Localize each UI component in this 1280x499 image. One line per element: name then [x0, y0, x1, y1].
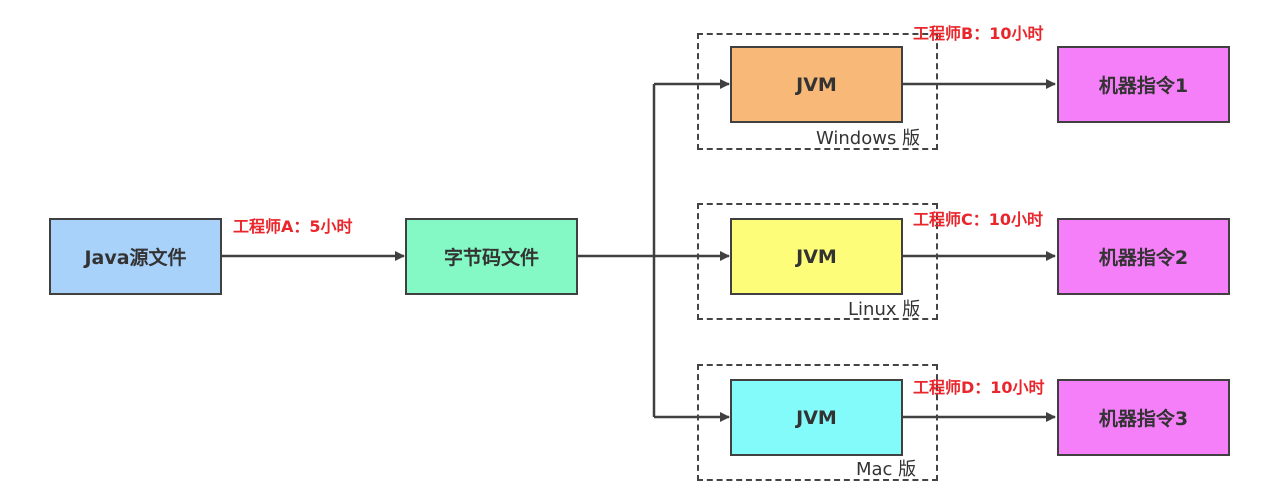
node-java-source: Java源文件 [49, 218, 222, 295]
node-instruction-3: 机器指令3 [1057, 379, 1230, 456]
node-jvm-windows-label: JVM [796, 73, 837, 96]
node-jvm-linux: JVM [730, 218, 903, 295]
node-instruction-1-label: 机器指令1 [1098, 75, 1189, 97]
node-instruction-2: 机器指令2 [1057, 218, 1230, 295]
group-linux [697, 203, 938, 320]
edge-label-engineer-d: 工程师D：10小时 [913, 378, 1045, 397]
node-bytecode: 字节码文件 [405, 218, 578, 295]
node-java-source-label: Java源文件 [84, 247, 187, 269]
node-instruction-2-label: 机器指令2 [1098, 247, 1189, 269]
node-jvm-windows: JVM [730, 46, 903, 123]
node-instruction-1: 机器指令1 [1057, 46, 1230, 123]
group-windows-label: Windows 版 [816, 128, 921, 149]
group-mac-label: Mac 版 [856, 459, 917, 480]
node-instruction-3-label: 机器指令3 [1098, 408, 1189, 430]
group-windows [697, 33, 938, 150]
node-jvm-mac-label: JVM [796, 406, 837, 429]
node-jvm-mac: JVM [730, 379, 903, 456]
node-bytecode-label: 字节码文件 [443, 247, 539, 269]
edge-label-engineer-a: 工程师A：5小时 [233, 217, 353, 236]
edge-label-engineer-b: 工程师B：10小时 [913, 24, 1044, 43]
node-jvm-linux-label: JVM [796, 245, 837, 268]
group-mac [697, 364, 938, 481]
edge-label-engineer-c: 工程师C：10小时 [913, 210, 1044, 229]
group-linux-label: Linux 版 [848, 299, 921, 320]
